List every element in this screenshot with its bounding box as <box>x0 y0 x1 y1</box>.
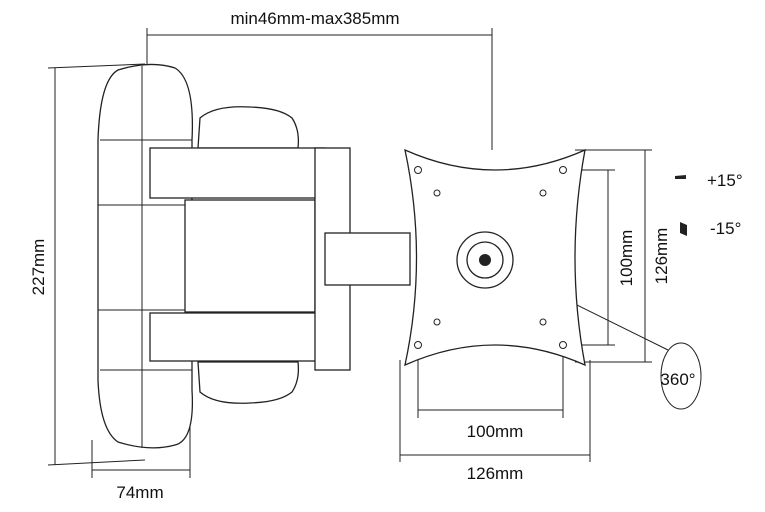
tilt-up-label: +15° <box>707 171 743 190</box>
tilt-up-marker <box>675 175 686 179</box>
arm-extension-label: min46mm-max385mm <box>230 9 399 28</box>
wall-plate-height-label: 227mm <box>29 239 48 296</box>
rotation-label: 360° <box>660 370 695 389</box>
hinge-brackets <box>197 106 300 404</box>
swing-arms <box>149 147 411 371</box>
vesa-plate <box>404 148 586 367</box>
vesa-horizontal-outer-label: 126mm <box>467 464 524 483</box>
vesa-vertical-inner-label: 100mm <box>617 230 636 287</box>
vesa-horizontal-inner-label: 100mm <box>467 422 524 441</box>
vesa-vertical-outer-label: 126mm <box>652 228 671 285</box>
rotation-icon <box>660 342 702 410</box>
wall-plate-depth-label: 74mm <box>116 483 163 502</box>
wall-plate <box>97 63 195 449</box>
tilt-down-label: -15° <box>710 219 741 238</box>
tilt-down-marker <box>680 222 687 236</box>
